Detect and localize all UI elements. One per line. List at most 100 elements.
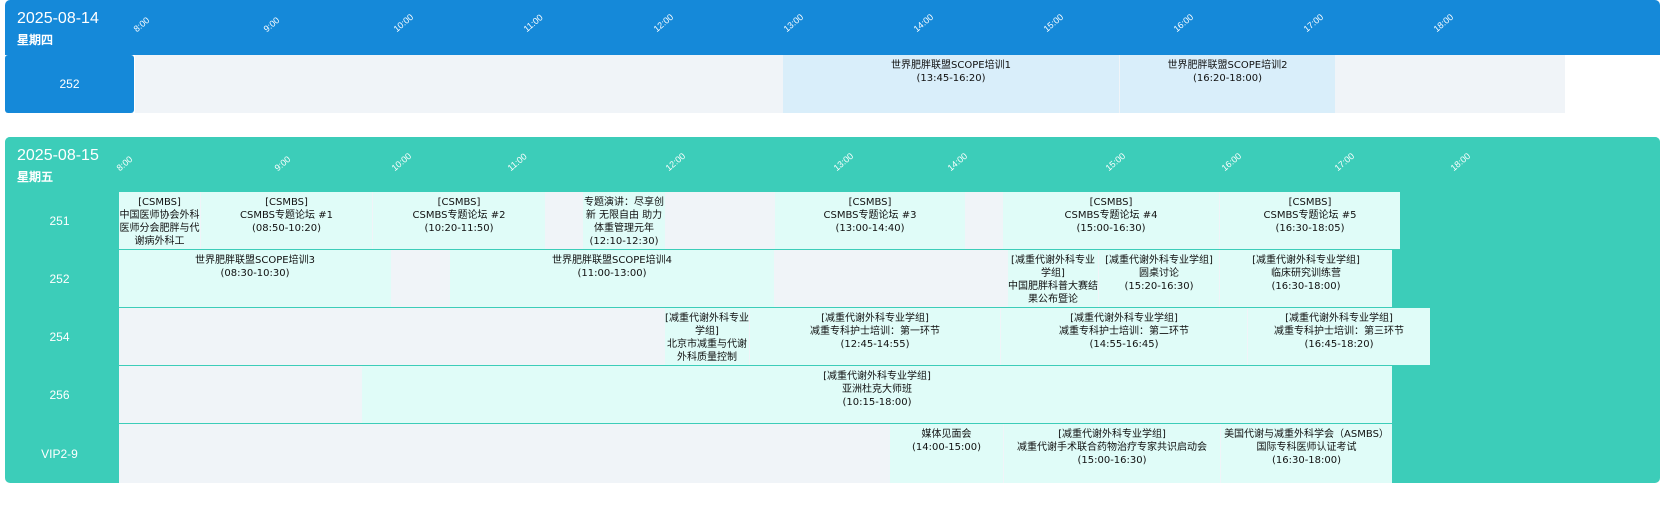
event-time: (12:10-12:30) <box>589 236 659 247</box>
event-title: 世界肥胖联盟SCOPE培训3 <box>195 255 315 266</box>
event-block[interactable]: 媒体见面会 (14:00-15:00) <box>890 424 1003 483</box>
time-tick: 11:00 <box>521 12 545 34</box>
event-title: 圆桌讨论 <box>1139 268 1179 279</box>
event-block[interactable]: [减重代谢外科专业学组] 减重专科护士培训：第一环节 (12:45-14:55) <box>750 308 1000 365</box>
event-title: 中国肥胖科普大赛结果公布暨论 <box>1008 281 1098 305</box>
event-org: [减重代谢外科专业学组] <box>1058 429 1166 440</box>
time-tick: 17:00 <box>1301 11 1326 35</box>
time-tick: 11:00 <box>505 151 529 173</box>
event-time: (08:50-10:20) <box>251 223 322 234</box>
event-block[interactable]: 世界肥胖联盟SCOPE培训1 (13:45-16:20) <box>783 55 1119 113</box>
time-tick: 18:00 <box>1448 150 1473 173</box>
event-title: 北京市减重与代谢外科质量控制 <box>667 339 747 363</box>
event-time: (11:00-13:00) <box>577 268 647 279</box>
event-block[interactable]: 世界肥胖联盟SCOPE培训4 (11:00-13:00) <box>450 250 774 307</box>
event-block[interactable]: 世界肥胖联盟SCOPE培训3 (08:30-10:30) <box>119 250 391 307</box>
event-block[interactable]: [CSMBS] CSMBS专题论坛 #3 (13:00-14:40) <box>775 192 965 249</box>
event-time: (10:20-11:50) <box>424 223 494 234</box>
event-block[interactable]: 美国代谢与减重外科学会（ASMBS）国际专科医师认证考试 (16:30-18:0… <box>1221 424 1392 483</box>
event-org: [减重代谢外科专业学组] <box>1285 313 1393 324</box>
event-block[interactable]: [减重代谢外科专业学组] 亚洲杜克大师班 (10:15-18:00) <box>362 366 1392 423</box>
event-title: 世界肥胖联盟SCOPE培训1 <box>891 60 1011 71</box>
event-block[interactable]: [CSMBS] CSMBS专题论坛 #4 (15:00-16:30) <box>1003 192 1219 249</box>
time-tick: 15:00 <box>1103 150 1128 173</box>
room-label: 256 <box>49 387 70 402</box>
event-org: [CSMBS] <box>437 197 481 208</box>
event-block[interactable]: 世界肥胖联盟SCOPE培训2 (16:20-18:00) <box>1120 55 1335 113</box>
event-time: (14:00-15:00) <box>911 442 982 453</box>
time-tick: 15:00 <box>1041 11 1066 35</box>
event-title: CSMBS专题论坛 #2 <box>412 210 506 221</box>
time-tick: 13:00 <box>781 11 806 35</box>
event-title: 减重代谢手术联合药物治疗专家共识启动会 <box>1017 442 1207 453</box>
event-title: 减重专科护士培训：第二环节 <box>1059 326 1189 337</box>
event-block[interactable]: [减重代谢外科专业学组] 减重专科护士培训：第三环节 (16:45-18:20) <box>1248 308 1430 365</box>
time-tick: 16:00 <box>1171 11 1196 35</box>
event-title: CSMBS专题论坛 #3 <box>823 210 917 221</box>
event-org: [减重代谢外科专业学组] <box>1252 255 1360 266</box>
event-time: (15:20-16:30) <box>1124 281 1194 292</box>
event-block[interactable]: [减重代谢外科专业学组] 圆桌讨论 (15:20-16:30) <box>1099 250 1219 307</box>
event-org: [减重代谢外科专业学组] <box>1105 255 1213 266</box>
event-time: (16:45-18:20) <box>1304 339 1374 350</box>
room-label: 251 <box>49 213 70 228</box>
event-time: (16:30-18:00) <box>1271 281 1341 292</box>
time-tick: 8:00 <box>131 15 152 34</box>
event-title: 美国代谢与减重外科学会（ASMBS）国际专科医师认证考试 <box>1224 429 1389 453</box>
event-org: [CSMBS] <box>848 197 892 208</box>
event-block[interactable]: [CSMBS] CSMBS专题论坛 #1 (08:50-10:20) <box>201 192 372 249</box>
event-title: 亚洲杜克大师班 <box>842 384 912 395</box>
event-block[interactable]: [减重代谢外科专业学组] 北京市减重与代谢外科质量控制 <box>665 308 749 365</box>
day-weekday: 星期五 <box>17 170 54 184</box>
time-tick: 18:00 <box>1431 11 1456 35</box>
event-block[interactable]: [减重代谢外科专业学组] 中国肥胖科普大赛结果公布暨论 <box>1008 250 1098 307</box>
event-block[interactable]: [减重代谢外科专业学组] 减重专科护士培训：第二环节 (14:55-16:45) <box>1001 308 1247 365</box>
time-tick: 14:00 <box>911 11 936 35</box>
event-block[interactable]: [CSMBS] 中国医师协会外科医师分会肥胖与代谢病外科工 <box>119 192 200 249</box>
event-title: 中国医师协会外科医师分会肥胖与代谢病外科工 <box>119 210 200 247</box>
time-tick: 9:00 <box>261 15 282 34</box>
event-title: 世界肥胖联盟SCOPE培训4 <box>552 255 672 266</box>
event-org: [减重代谢外科专业学组] <box>665 313 749 337</box>
event-block[interactable]: [减重代谢外科专业学组] 减重代谢手术联合药物治疗专家共识启动会 (15:00-… <box>1004 424 1220 483</box>
event-time: (15:00-16:30) <box>1077 455 1147 466</box>
time-tick: 17:00 <box>1332 150 1357 173</box>
day-weekday: 星期四 <box>17 33 54 47</box>
event-org: [CSMBS] <box>1288 197 1332 208</box>
event-title: CSMBS专题论坛 #5 <box>1263 210 1357 221</box>
event-block[interactable]: 专题演讲：尽享创新 无限自由 助力体重管理元年 (12:10-12:30) <box>583 192 665 249</box>
room-label: 252 <box>5 55 134 113</box>
event-time: (13:00-14:40) <box>835 223 905 234</box>
event-time: (13:45-16:20) <box>916 73 986 84</box>
room-label: 252 <box>49 271 70 286</box>
time-tick: 10:00 <box>389 150 414 173</box>
day-header: 2025-08-14 星期四 8:00 9:00 10:00 11:00 12:… <box>5 0 1660 55</box>
time-tick: 14:00 <box>945 150 970 173</box>
event-time: (14:55-16:45) <box>1089 339 1159 350</box>
event-org: [减重代谢外科专业学组] <box>1011 255 1095 279</box>
event-time: (16:30-18:05) <box>1275 223 1345 234</box>
event-block[interactable]: [CSMBS] CSMBS专题论坛 #5 (16:30-18:05) <box>1220 192 1400 249</box>
day-date: 2025-08-15 <box>17 147 99 164</box>
event-title: CSMBS专题论坛 #1 <box>240 210 333 221</box>
event-block[interactable]: [CSMBS] CSMBS专题论坛 #2 (10:20-11:50) <box>373 192 545 249</box>
event-title: 临床研究训练营 <box>1271 268 1341 279</box>
event-title: 媒体见面会 <box>921 429 972 440</box>
event-time: (16:30-18:00) <box>1271 455 1342 466</box>
time-tick: 9:00 <box>272 154 293 173</box>
event-time: (08:30-10:30) <box>220 268 290 279</box>
time-tick: 10:00 <box>391 11 416 35</box>
event-title: 专题演讲：尽享创新 无限自由 助力体重管理元年 <box>584 197 664 234</box>
event-org: [CSMBS] <box>138 197 181 208</box>
event-title: CSMBS专题论坛 #4 <box>1064 210 1158 221</box>
room-label: 254 <box>49 329 70 344</box>
event-org: [减重代谢外科专业学组] <box>1070 313 1178 324</box>
day-header: 2025-08-15 星期五 8:00 9:00 10:00 11:00 12:… <box>5 137 1660 192</box>
time-tick: 8:00 <box>114 154 135 173</box>
time-tick: 12:00 <box>651 11 676 35</box>
event-title: 减重专科护士培训：第三环节 <box>1274 326 1404 337</box>
event-block[interactable]: [减重代谢外科专业学组] 临床研究训练营 (16:30-18:00) <box>1220 250 1392 307</box>
time-tick: 13:00 <box>831 150 856 173</box>
day-date: 2025-08-14 <box>17 10 99 27</box>
event-time: (15:00-16:30) <box>1076 223 1146 234</box>
